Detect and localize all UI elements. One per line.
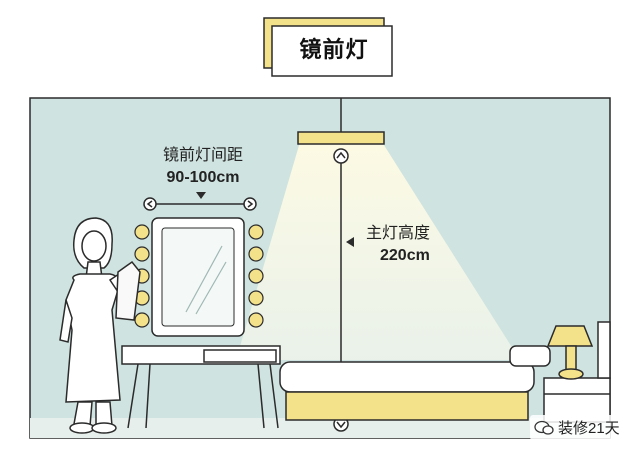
mirror-spacing-label: 镜前灯间距 — [162, 147, 243, 164]
mirror-spacing-value: 90-100cm — [166, 169, 240, 186]
main-light-height-label: 主灯高度 — [366, 225, 431, 242]
chat-bubble-icon — [534, 420, 554, 435]
main-light-height-value: 220cm — [380, 247, 430, 264]
vanity-mirror — [134, 217, 264, 337]
dimension-pointer — [346, 237, 354, 247]
right-bulbs — [248, 224, 264, 328]
lamp-shade — [546, 325, 594, 347]
dimension-top-cap — [333, 148, 349, 164]
floor — [30, 418, 610, 438]
woman-dress — [65, 273, 121, 403]
bedside-table — [543, 377, 611, 423]
ceiling-lamp — [297, 131, 385, 145]
title-banner — [263, 17, 393, 77]
watermark: 装修21天 — [530, 415, 626, 440]
table-lamp — [546, 325, 594, 380]
light-beam — [236, 142, 520, 360]
mirror-glass — [161, 227, 235, 327]
spacing-pointer — [196, 192, 206, 199]
held-garment — [115, 260, 141, 321]
woman-arm-down — [59, 299, 73, 343]
watermark-text: 装修21天 — [558, 420, 620, 437]
page-title: 镜前灯 — [299, 37, 369, 62]
mirror-spacing-dimension — [143, 192, 257, 211]
pillow — [509, 345, 551, 367]
woman-figure — [59, 217, 141, 434]
headboard — [597, 321, 611, 379]
bed — [279, 345, 551, 421]
title-banner-front — [271, 25, 393, 77]
mattress — [279, 361, 535, 393]
bed-frame — [285, 391, 529, 421]
dressing-table — [121, 345, 281, 429]
